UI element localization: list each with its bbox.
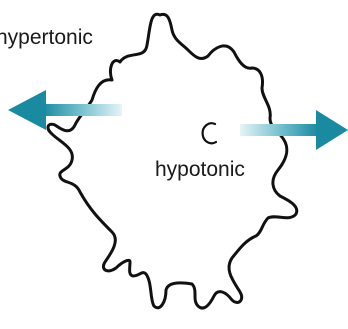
right-arrow-head bbox=[316, 110, 348, 150]
label-hypertonic: hypertonic bbox=[0, 26, 93, 49]
left-arrow-head bbox=[8, 90, 46, 130]
left-arrow-shaft bbox=[42, 104, 122, 116]
right-arrow-shaft bbox=[240, 124, 318, 136]
label-hypotonic: hypotonic bbox=[155, 158, 245, 181]
